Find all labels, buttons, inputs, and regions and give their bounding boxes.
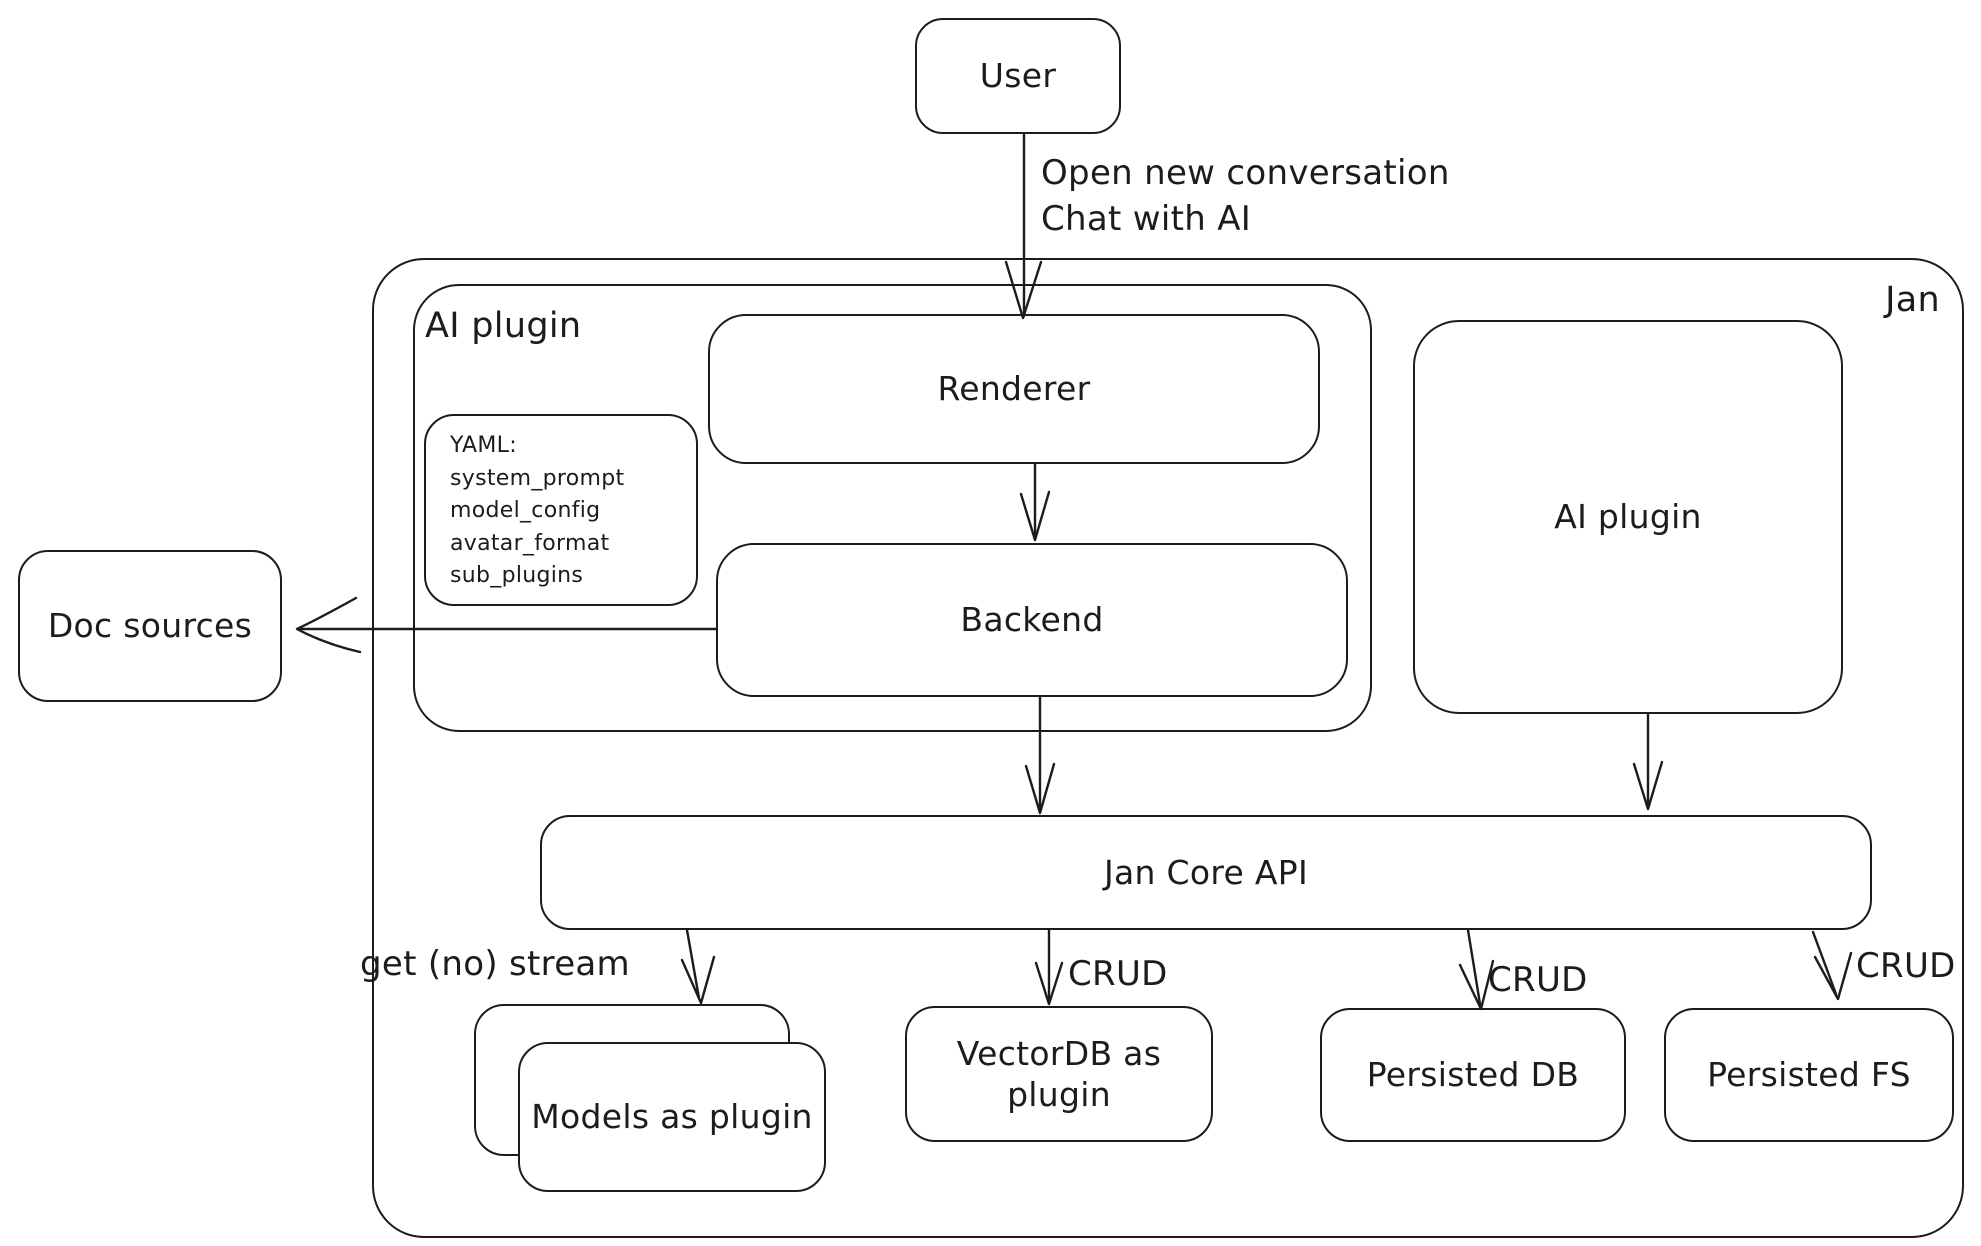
crud-persisted-fs-edge-label: CRUD bbox=[1856, 946, 1956, 986]
user-node[interactable]: User bbox=[915, 18, 1121, 134]
ai-plugin-node[interactable]: AI plugin bbox=[1413, 320, 1843, 714]
models-as-plugin-node[interactable]: Models as plugin bbox=[518, 1042, 826, 1192]
vectordb-as-plugin-node[interactable]: VectorDB as plugin bbox=[905, 1006, 1213, 1142]
yaml-note-line: avatar_format bbox=[450, 530, 610, 556]
yaml-note-line: system_prompt bbox=[450, 465, 625, 491]
persisted-fs-node[interactable]: Persisted FS bbox=[1664, 1008, 1954, 1142]
doc-sources-node-label: Doc sources bbox=[47, 606, 253, 646]
renderer-node-label: Renderer bbox=[937, 369, 1091, 409]
crud-vectordb-edge-label: CRUD bbox=[1068, 954, 1168, 994]
user-edge-label-line1: Open new conversation bbox=[1041, 153, 1450, 193]
yaml-note-line: sub_plugins bbox=[450, 563, 584, 589]
models-as-plugin-node-label: Models as plugin bbox=[531, 1097, 813, 1137]
jan-core-api-node[interactable]: Jan Core API bbox=[540, 815, 1872, 930]
jan-core-api-node-label: Jan Core API bbox=[1103, 852, 1309, 892]
yaml-note[interactable]: YAML: system_prompt model_config avatar_… bbox=[424, 414, 698, 606]
yaml-note-title: YAML: bbox=[450, 433, 517, 458]
vectordb-as-plugin-node-label: VectorDB as plugin bbox=[956, 1033, 1162, 1114]
persisted-fs-node-label: Persisted FS bbox=[1707, 1055, 1911, 1095]
renderer-node[interactable]: Renderer bbox=[708, 314, 1320, 464]
yaml-note-line: model_config bbox=[450, 498, 601, 524]
user-edge-label-line2: Chat with AI bbox=[1041, 199, 1252, 239]
ai-plugin-container-label: AI plugin bbox=[425, 306, 582, 346]
backend-node[interactable]: Backend bbox=[716, 543, 1348, 697]
persisted-db-node-label: Persisted DB bbox=[1366, 1055, 1580, 1095]
persisted-db-node[interactable]: Persisted DB bbox=[1320, 1008, 1626, 1142]
backend-node-label: Backend bbox=[960, 600, 1104, 640]
user-edge-label: Open new conversation Chat with AI bbox=[1041, 150, 1450, 242]
ai-plugin-node-label: AI plugin bbox=[1554, 497, 1702, 537]
crud-persisted-db-edge-label: CRUD bbox=[1488, 960, 1588, 1000]
user-node-label: User bbox=[979, 56, 1057, 96]
doc-sources-node[interactable]: Doc sources bbox=[18, 550, 282, 702]
jan-container-label: Jan bbox=[1885, 280, 1940, 320]
get-no-stream-edge-label: get (no) stream bbox=[360, 944, 630, 984]
